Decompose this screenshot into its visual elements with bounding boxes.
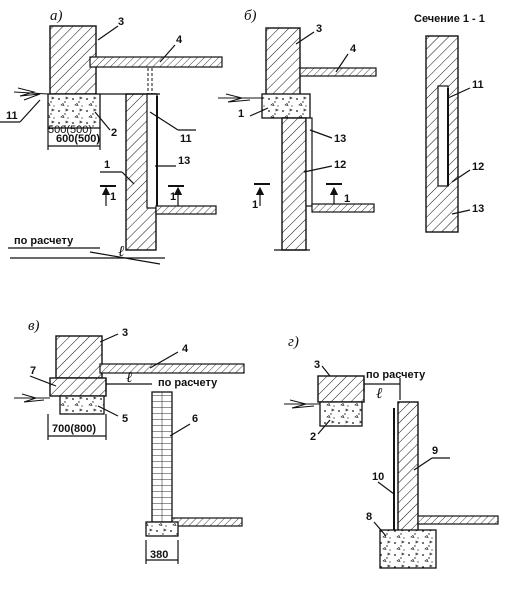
panel-b-letter: б) [244, 8, 257, 24]
panel-b-label-13: 13 [334, 133, 346, 145]
panel-g: г) 3 2 9 10 8 ℓ по расчету [284, 334, 499, 569]
panel-b-ground [218, 93, 262, 103]
panel-a-l: ℓ [118, 244, 124, 260]
section-label-12: 12 [472, 161, 484, 173]
panel-v-label-4: 4 [182, 343, 189, 355]
panel-g-label-9: 9 [432, 445, 438, 457]
panel-v-label-6: 6 [192, 413, 198, 425]
panel-g-label-2: 2 [310, 431, 316, 443]
panel-a-label-2: 2 [111, 127, 117, 139]
panel-v-brick-footing [145, 521, 179, 537]
panel-a-label-4: 4 [176, 34, 183, 46]
panel-a-label-11-left: 11 [6, 110, 18, 122]
panel-g-calc-text: по расчету [366, 369, 426, 381]
panel-a-letter: а) [50, 8, 63, 24]
panel-v-calc-text: по расчету [158, 377, 218, 389]
panel-v-pad [59, 395, 105, 415]
panel-b-foundation [261, 93, 311, 119]
panel-a-foundation [47, 93, 101, 129]
panel-v-letter: в) [28, 318, 40, 334]
panel-a-label-1: 1 [104, 159, 110, 171]
panel-v-ground [14, 393, 50, 403]
panel-g-footing [379, 529, 437, 569]
panel-v-l: ℓ [126, 370, 132, 386]
panel-b-column [265, 27, 301, 103]
panel-a-label-3: 3 [118, 16, 124, 28]
panel-b-label-3: 3 [316, 23, 322, 35]
panel-a-ground [13, 87, 49, 101]
panel-g-foundation [319, 401, 363, 427]
panel-b-basement-wall [281, 117, 307, 251]
panel-v-beam [49, 377, 107, 397]
panel-a-dim-hidden: 500(500) [48, 124, 92, 136]
panel-a-slab [89, 56, 223, 68]
panel-v-label-3: 3 [122, 327, 128, 339]
panel-v-dim-width: 700(800) [52, 423, 96, 435]
section-title: Сечение 1 - 1 [414, 13, 485, 25]
panel-g-floor [417, 515, 499, 525]
panel-a: а) 3 4 11 2 11 1 [0, 8, 223, 265]
panel-g-column [317, 375, 365, 403]
panel-g-letter: г) [288, 334, 299, 350]
panel-v-brick-wall [151, 391, 173, 523]
panel-v-floor [171, 517, 243, 527]
panel-v-label-7: 7 [30, 365, 36, 377]
panel-g-label-10: 10 [372, 471, 384, 483]
panel-v-slab [99, 363, 245, 374]
panel-a-calc-text: по расчету [14, 235, 74, 247]
section-wall [425, 35, 459, 233]
section-1-1: Сечение 1 - 1 11 12 13 [414, 13, 485, 233]
panel-g-label-8: 8 [366, 511, 372, 523]
panel-a-floor [155, 205, 217, 215]
panel-a-column [49, 25, 97, 95]
panel-a-label-13: 13 [178, 155, 190, 167]
panel-b-floor [311, 203, 375, 213]
panel-v-label-5: 5 [122, 413, 128, 425]
panel-b-label-1: 1 [238, 108, 244, 120]
panel-b-section-1-right: 1 [344, 193, 350, 205]
panel-b-label-12: 12 [334, 159, 346, 171]
panel-v-column [55, 335, 103, 379]
panel-a-section-1-left: 1 [110, 191, 116, 203]
panel-g-l: ℓ [376, 386, 382, 402]
panel-b-section-1-left: 1 [252, 199, 258, 211]
panel-g-ground [284, 399, 320, 409]
section-label-11: 11 [472, 79, 484, 91]
panel-v-dim-bottom: 380 [150, 549, 168, 561]
panel-a-dim-width: 600(500) [56, 133, 100, 145]
panel-b-label-4: 4 [350, 43, 357, 55]
panel-a-section-1-right: 1 [170, 191, 176, 203]
panel-v: в) 3 4 7 5 6 ℓ по расчету 700(800) 380 [14, 318, 245, 564]
panel-g-label-3: 3 [314, 359, 320, 371]
panel-b: б) 3 4 1 13 12 1 1 [218, 8, 377, 251]
panel-a-label-11-right: 11 [180, 133, 192, 145]
section-label-13: 13 [472, 203, 484, 215]
